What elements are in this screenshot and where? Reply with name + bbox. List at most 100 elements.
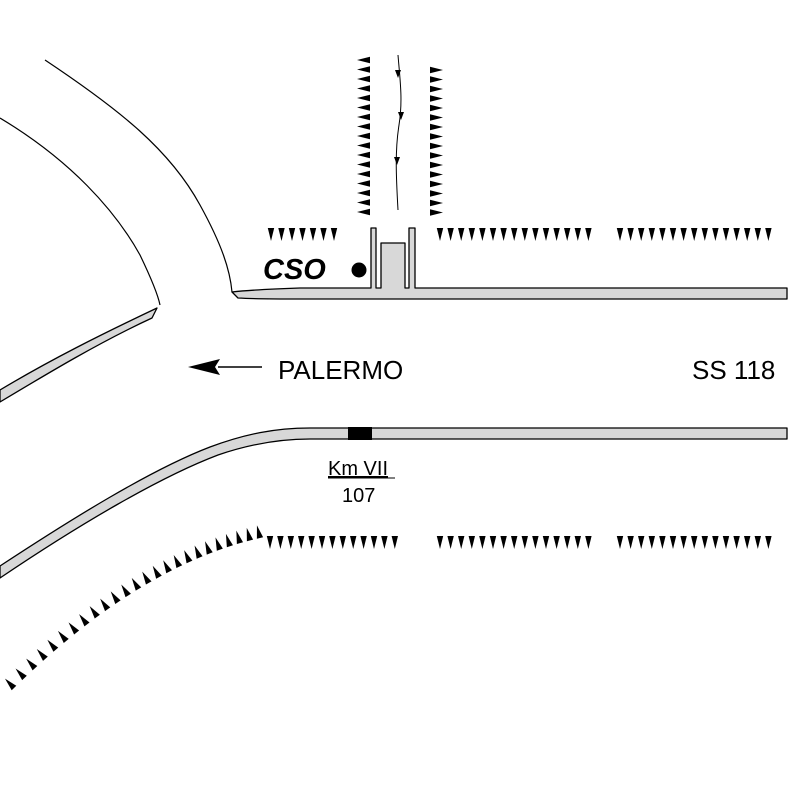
- embankment-tick-icon: [430, 199, 443, 207]
- location-label: CSO: [263, 254, 326, 286]
- embankment-tick-icon: [680, 228, 687, 241]
- embankment-tick-icon: [553, 228, 560, 241]
- embankment-tick-icon: [131, 577, 142, 591]
- embankment-tick-icon: [329, 536, 336, 549]
- embankment-tick-icon: [173, 554, 183, 569]
- embankment-tick-icon: [754, 228, 761, 241]
- embankment-tick-icon: [436, 228, 444, 241]
- embankment-tick-icon: [357, 66, 370, 73]
- embankment-tick-icon: [430, 180, 443, 188]
- embankment-tick-icon: [36, 649, 48, 661]
- embankment-tick-icon: [4, 678, 17, 691]
- embankment-tick-icon: [278, 228, 285, 241]
- embankment-tick-icon: [308, 536, 315, 549]
- direction-label: PALERMO: [278, 355, 403, 385]
- arrow-left-icon: [188, 359, 262, 375]
- embankment-tick-icon: [152, 565, 162, 579]
- main-road-south: [0, 427, 788, 579]
- embankment-tick-icon: [357, 113, 370, 121]
- embankment-tick-icon: [659, 228, 666, 241]
- embankment-tick-icon: [521, 228, 528, 241]
- embankment-tick-icon: [430, 209, 443, 216]
- embankment-tick-icon: [309, 228, 317, 241]
- embankment-tick-icon: [585, 228, 592, 241]
- embankment-tick-icon: [479, 228, 486, 241]
- embankment-tick-icon: [744, 536, 751, 549]
- embankment-tick-icon: [57, 630, 69, 643]
- embankment-tick-icon: [701, 228, 708, 241]
- embankment-tick-icon: [350, 536, 357, 549]
- embankment-tick-icon: [691, 536, 698, 549]
- embankment-tick-icon: [330, 228, 338, 241]
- embankment-tick-icon: [15, 668, 27, 681]
- embankment-tick-icon: [266, 536, 274, 549]
- embankment-tick-icon: [357, 199, 370, 206]
- embankment-tick-icon: [722, 228, 730, 241]
- embankment-tick-icon: [553, 536, 560, 549]
- embankment-tick-icon: [256, 525, 264, 539]
- embankment-tick-icon: [357, 123, 370, 130]
- embankment-tick-icon: [339, 536, 346, 549]
- embankment-tick-icon: [430, 66, 443, 74]
- embankment-tick-icon: [447, 536, 454, 549]
- embankment-tick-icon: [215, 537, 223, 551]
- embankment-tick-icon: [489, 228, 497, 241]
- embankment-tick-icon: [430, 85, 443, 93]
- embankment-tick-icon: [574, 228, 581, 241]
- embankment-tick-icon: [532, 536, 539, 549]
- embankment-tick-icon: [184, 550, 193, 564]
- left-road-segment: [0, 307, 158, 403]
- embankment-tick-icon: [142, 571, 152, 585]
- embankment-tick-icon: [564, 228, 571, 241]
- embankment-tick-icon: [479, 536, 486, 549]
- embankment-tick-icon: [267, 228, 275, 241]
- embankment-tick-icon: [430, 142, 443, 150]
- embankment-tick-icon: [121, 584, 131, 598]
- embankment-tick-icon: [468, 536, 475, 549]
- embankment-tick-icon: [430, 161, 443, 169]
- embankment-tick-icon: [616, 228, 624, 241]
- embankment-tick-icon: [430, 171, 443, 178]
- location-dot-icon: [351, 262, 367, 278]
- embankment-tick-icon: [500, 228, 507, 241]
- embankment-tick-icon: [68, 622, 80, 635]
- embankment-tick-icon: [287, 536, 294, 549]
- embankment-tick-icon: [638, 536, 645, 549]
- embankment-tick-icon: [430, 95, 443, 102]
- embankment-tick-icon: [648, 536, 655, 549]
- embankment-tick-icon: [430, 123, 443, 131]
- embankment-tick-icon: [357, 75, 370, 83]
- embankment-tick-icon: [163, 560, 173, 574]
- embankment-tick-icon: [511, 228, 518, 241]
- embankment-tick-icon: [357, 151, 370, 159]
- embankment-tick-icon: [765, 228, 772, 241]
- road-label: SS 118: [692, 355, 775, 385]
- embankment-tick-icon: [436, 536, 444, 549]
- upper-road-inner-edge: [0, 117, 161, 306]
- km-marker-label: Km VII: [328, 458, 388, 480]
- embankment-tick-icon: [458, 228, 465, 241]
- embankment-tick-icon: [357, 161, 370, 168]
- embankment-tick-icon: [542, 536, 550, 549]
- embankment-tick-icon: [357, 132, 370, 140]
- embankment-tick-icon: [110, 591, 121, 604]
- embankment-tick-icon: [744, 228, 751, 241]
- embankment-tick-icon: [236, 530, 244, 545]
- embankment-tick-icon: [320, 228, 327, 241]
- embankment-tick-icon: [357, 104, 370, 111]
- embankment-tick-icon: [638, 228, 645, 241]
- embankment-tick-icon: [447, 228, 454, 241]
- upper-road-outer-edge: [44, 59, 233, 293]
- embankment-tick-icon: [712, 536, 719, 549]
- embankment-tick-icon: [458, 536, 465, 549]
- embankment-tick-icon: [585, 536, 592, 549]
- embankment-tick-icon: [89, 606, 100, 619]
- embankment-tick-icon: [100, 598, 111, 612]
- embankment-tick-icon: [627, 228, 634, 241]
- embankment-tick-icon: [648, 228, 655, 241]
- embankment-tick-icon: [754, 536, 761, 549]
- embankment-tick-icon: [225, 533, 233, 548]
- embankment-tick-icon: [733, 536, 740, 549]
- embankment-tick-icon: [627, 536, 634, 549]
